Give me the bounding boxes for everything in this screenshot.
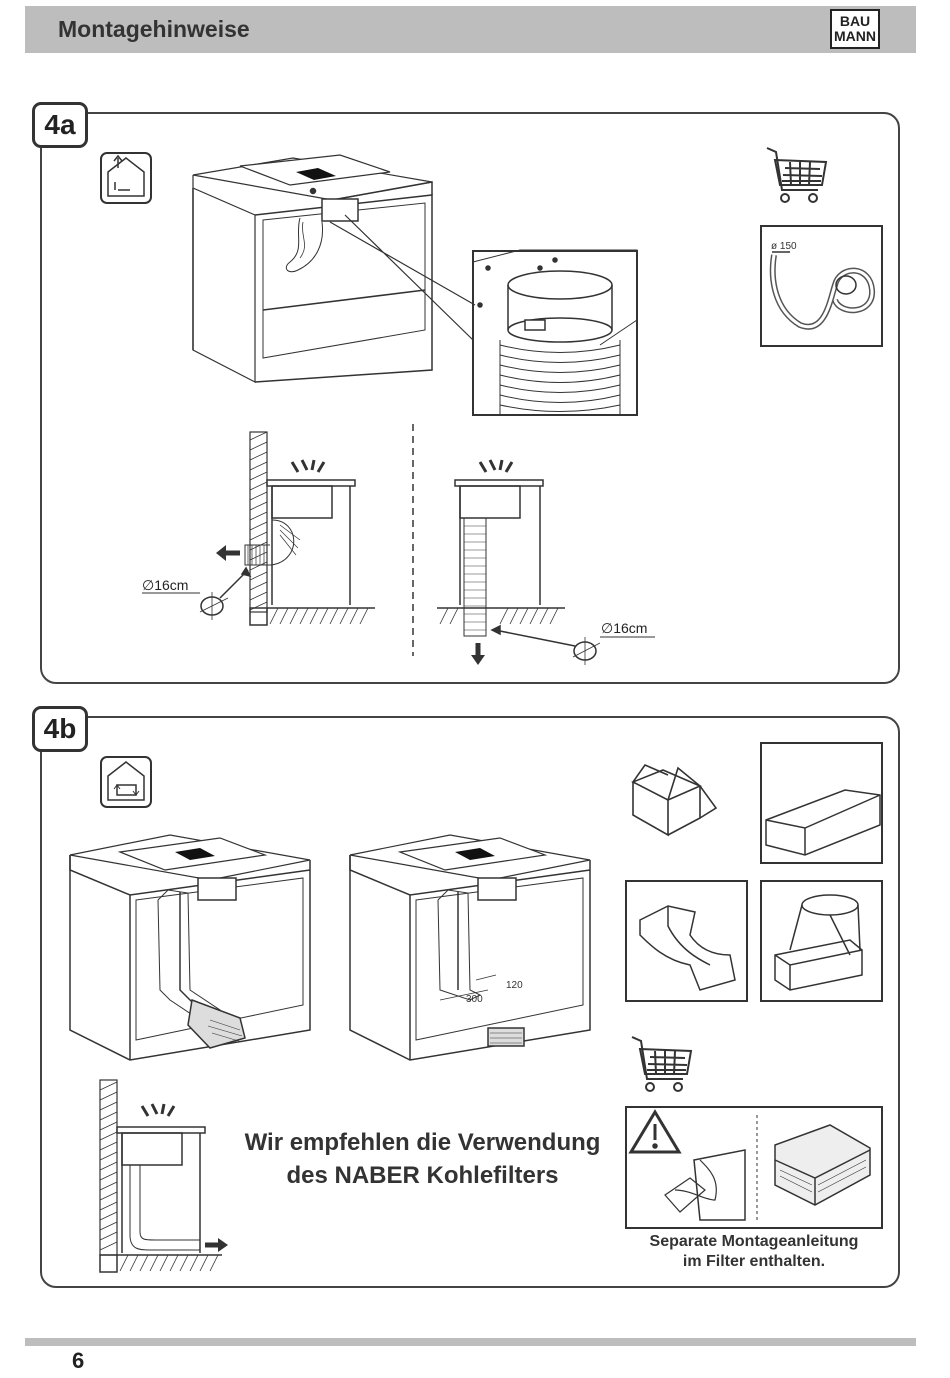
filter-recommendation: Wir empfehlen die Verwendung des NABER K… — [244, 1129, 601, 1189]
footer-bar — [25, 1338, 916, 1346]
brand-logo: BAU MANN — [830, 9, 880, 49]
wall-recirculation-diagram — [99, 1079, 228, 1273]
box-icon — [631, 764, 718, 837]
house-recirculation-icon — [100, 756, 152, 808]
round-flat-adapter-box — [760, 880, 883, 1002]
flexible-hose-box — [760, 225, 883, 347]
dimension-120-label: 120 — [506, 980, 523, 991]
duct-bend-box — [625, 880, 748, 1002]
shopping-cart-icon — [631, 1036, 693, 1092]
section-label-4b: 4b — [32, 706, 88, 752]
warning-icon — [628, 1109, 682, 1154]
hose-diameter-label: ø 150 — [771, 241, 797, 252]
flat-duct-box — [760, 742, 883, 864]
hose-clamp-detail — [472, 249, 638, 416]
section-4b-frame — [40, 716, 900, 1288]
cabinet-4b-left — [69, 834, 311, 1061]
floor-exhaust-diagram — [437, 459, 655, 665]
section-4a-frame — [40, 112, 900, 684]
section-label-4a: 4a — [32, 102, 88, 148]
wall-exhaust-diagram — [142, 431, 375, 626]
shopping-cart-icon — [766, 147, 828, 203]
wall-opening-diameter-left: ∅16cm — [142, 577, 189, 593]
wall-opening-diameter-right: ∅16cm — [601, 620, 648, 636]
page-number: 6 — [72, 1348, 85, 1373]
cabinet-4b-right — [349, 834, 591, 1061]
cabinet-4a — [192, 154, 433, 383]
filter-warning-box — [625, 1106, 883, 1229]
dimension-300-label: 300 — [466, 994, 483, 1005]
page-title: Montagehinweise — [58, 16, 250, 42]
page-header: Montagehinweise — [25, 6, 916, 53]
house-exhaust-icon — [100, 152, 152, 204]
separate-instructions-note: Separate Montageanleitung im Filter enth… — [649, 1233, 859, 1270]
